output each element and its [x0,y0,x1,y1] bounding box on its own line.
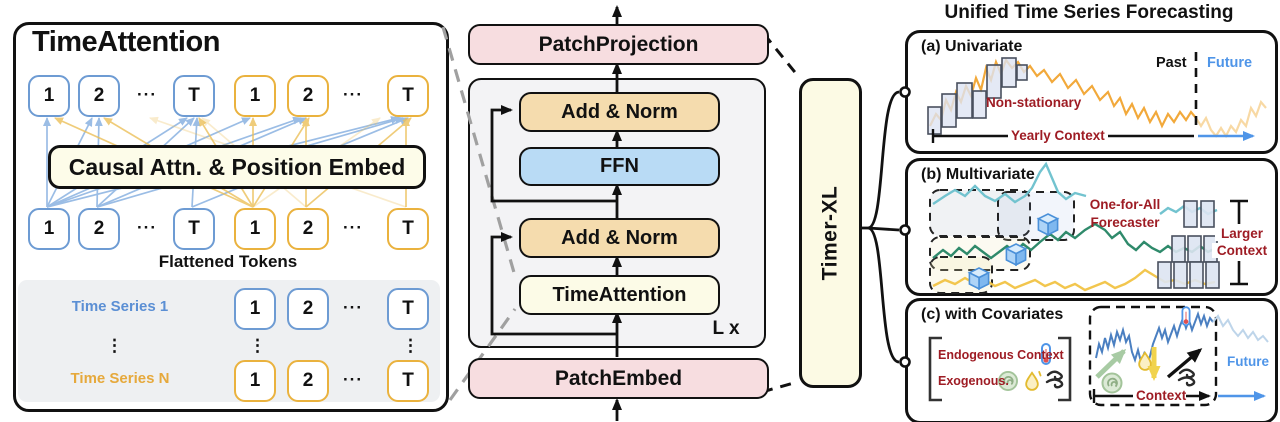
non-stationary-label: Non-stationary [986,95,1082,110]
flattened-tokens-label: Flattened Tokens [158,252,298,271]
layer-count-label: L x [712,318,740,339]
timerxl-dashed-links [761,33,800,394]
timer-xl-box: Timer-XL [799,78,862,388]
token: T [387,360,429,402]
ffn-box: FFN [519,147,720,186]
vertical-ellipsis: ⋮ [402,336,419,355]
endogenous-label: Endogenous Context [938,348,1064,362]
vertical-ellipsis: ⋮ [249,336,266,355]
right-section-title: Unified Time Series Forecasting [944,2,1234,23]
context-label: Context [1136,388,1187,403]
add-norm-box: Add & Norm [519,92,720,132]
time-attention-box: TimeAttention [519,275,720,315]
larger-label: Larger [1215,226,1269,241]
token: 2 [78,208,120,250]
token: 1 [234,75,276,117]
series-1-label: Time Series 1 [71,298,169,315]
exogenous-label: Exogenous. [938,374,1009,388]
add-norm-box: Add & Norm [519,218,720,258]
yearly-context-label: Yearly Context [1008,128,1108,143]
vertical-ellipsis: ⋮ [106,336,123,355]
time-attention-title: TimeAttention [32,26,220,58]
token: 2 [287,360,329,402]
token: 2 [287,75,329,117]
past-label: Past [1156,55,1187,71]
one-for-all-label: One-for-All Forecaster [1089,197,1161,230]
token: 1 [234,288,276,330]
panel-a-label: (a) Univariate [921,38,1023,55]
panel-c-label: (c) with Covariates [921,306,1064,323]
patch-projection-box: PatchProjection [468,24,769,65]
timer-xl-label: Timer-XL [818,185,842,281]
timerxl-branches [856,90,900,364]
token: 1 [234,208,276,250]
token: 1 [28,208,70,250]
token-ellipsis: ··· [343,298,363,317]
token-ellipsis: ··· [343,85,363,104]
token: T [387,208,429,250]
causal-attn-box: Causal Attn. & Position Embed [48,145,426,189]
token-ellipsis: ··· [137,218,157,237]
larger-context-label: Context [1212,243,1272,258]
token: 1 [234,360,276,402]
future-label: Future [1207,55,1253,71]
patch-embed-box: PatchEmbed [468,358,769,399]
token: 1 [28,75,70,117]
future-label: Future [1227,354,1269,369]
token: 2 [287,288,329,330]
token-ellipsis: ··· [343,370,363,389]
token: T [173,75,215,117]
token-ellipsis: ··· [137,85,157,104]
token: T [387,288,429,330]
flattened-tokens-panel [18,280,440,402]
token: 2 [287,208,329,250]
token: 2 [78,75,120,117]
token-ellipsis: ··· [343,218,363,237]
series-n-label: Time Series N [70,370,170,387]
token: T [387,75,429,117]
token: T [173,208,215,250]
panel-b-label: (b) Multivariate [921,166,1035,183]
